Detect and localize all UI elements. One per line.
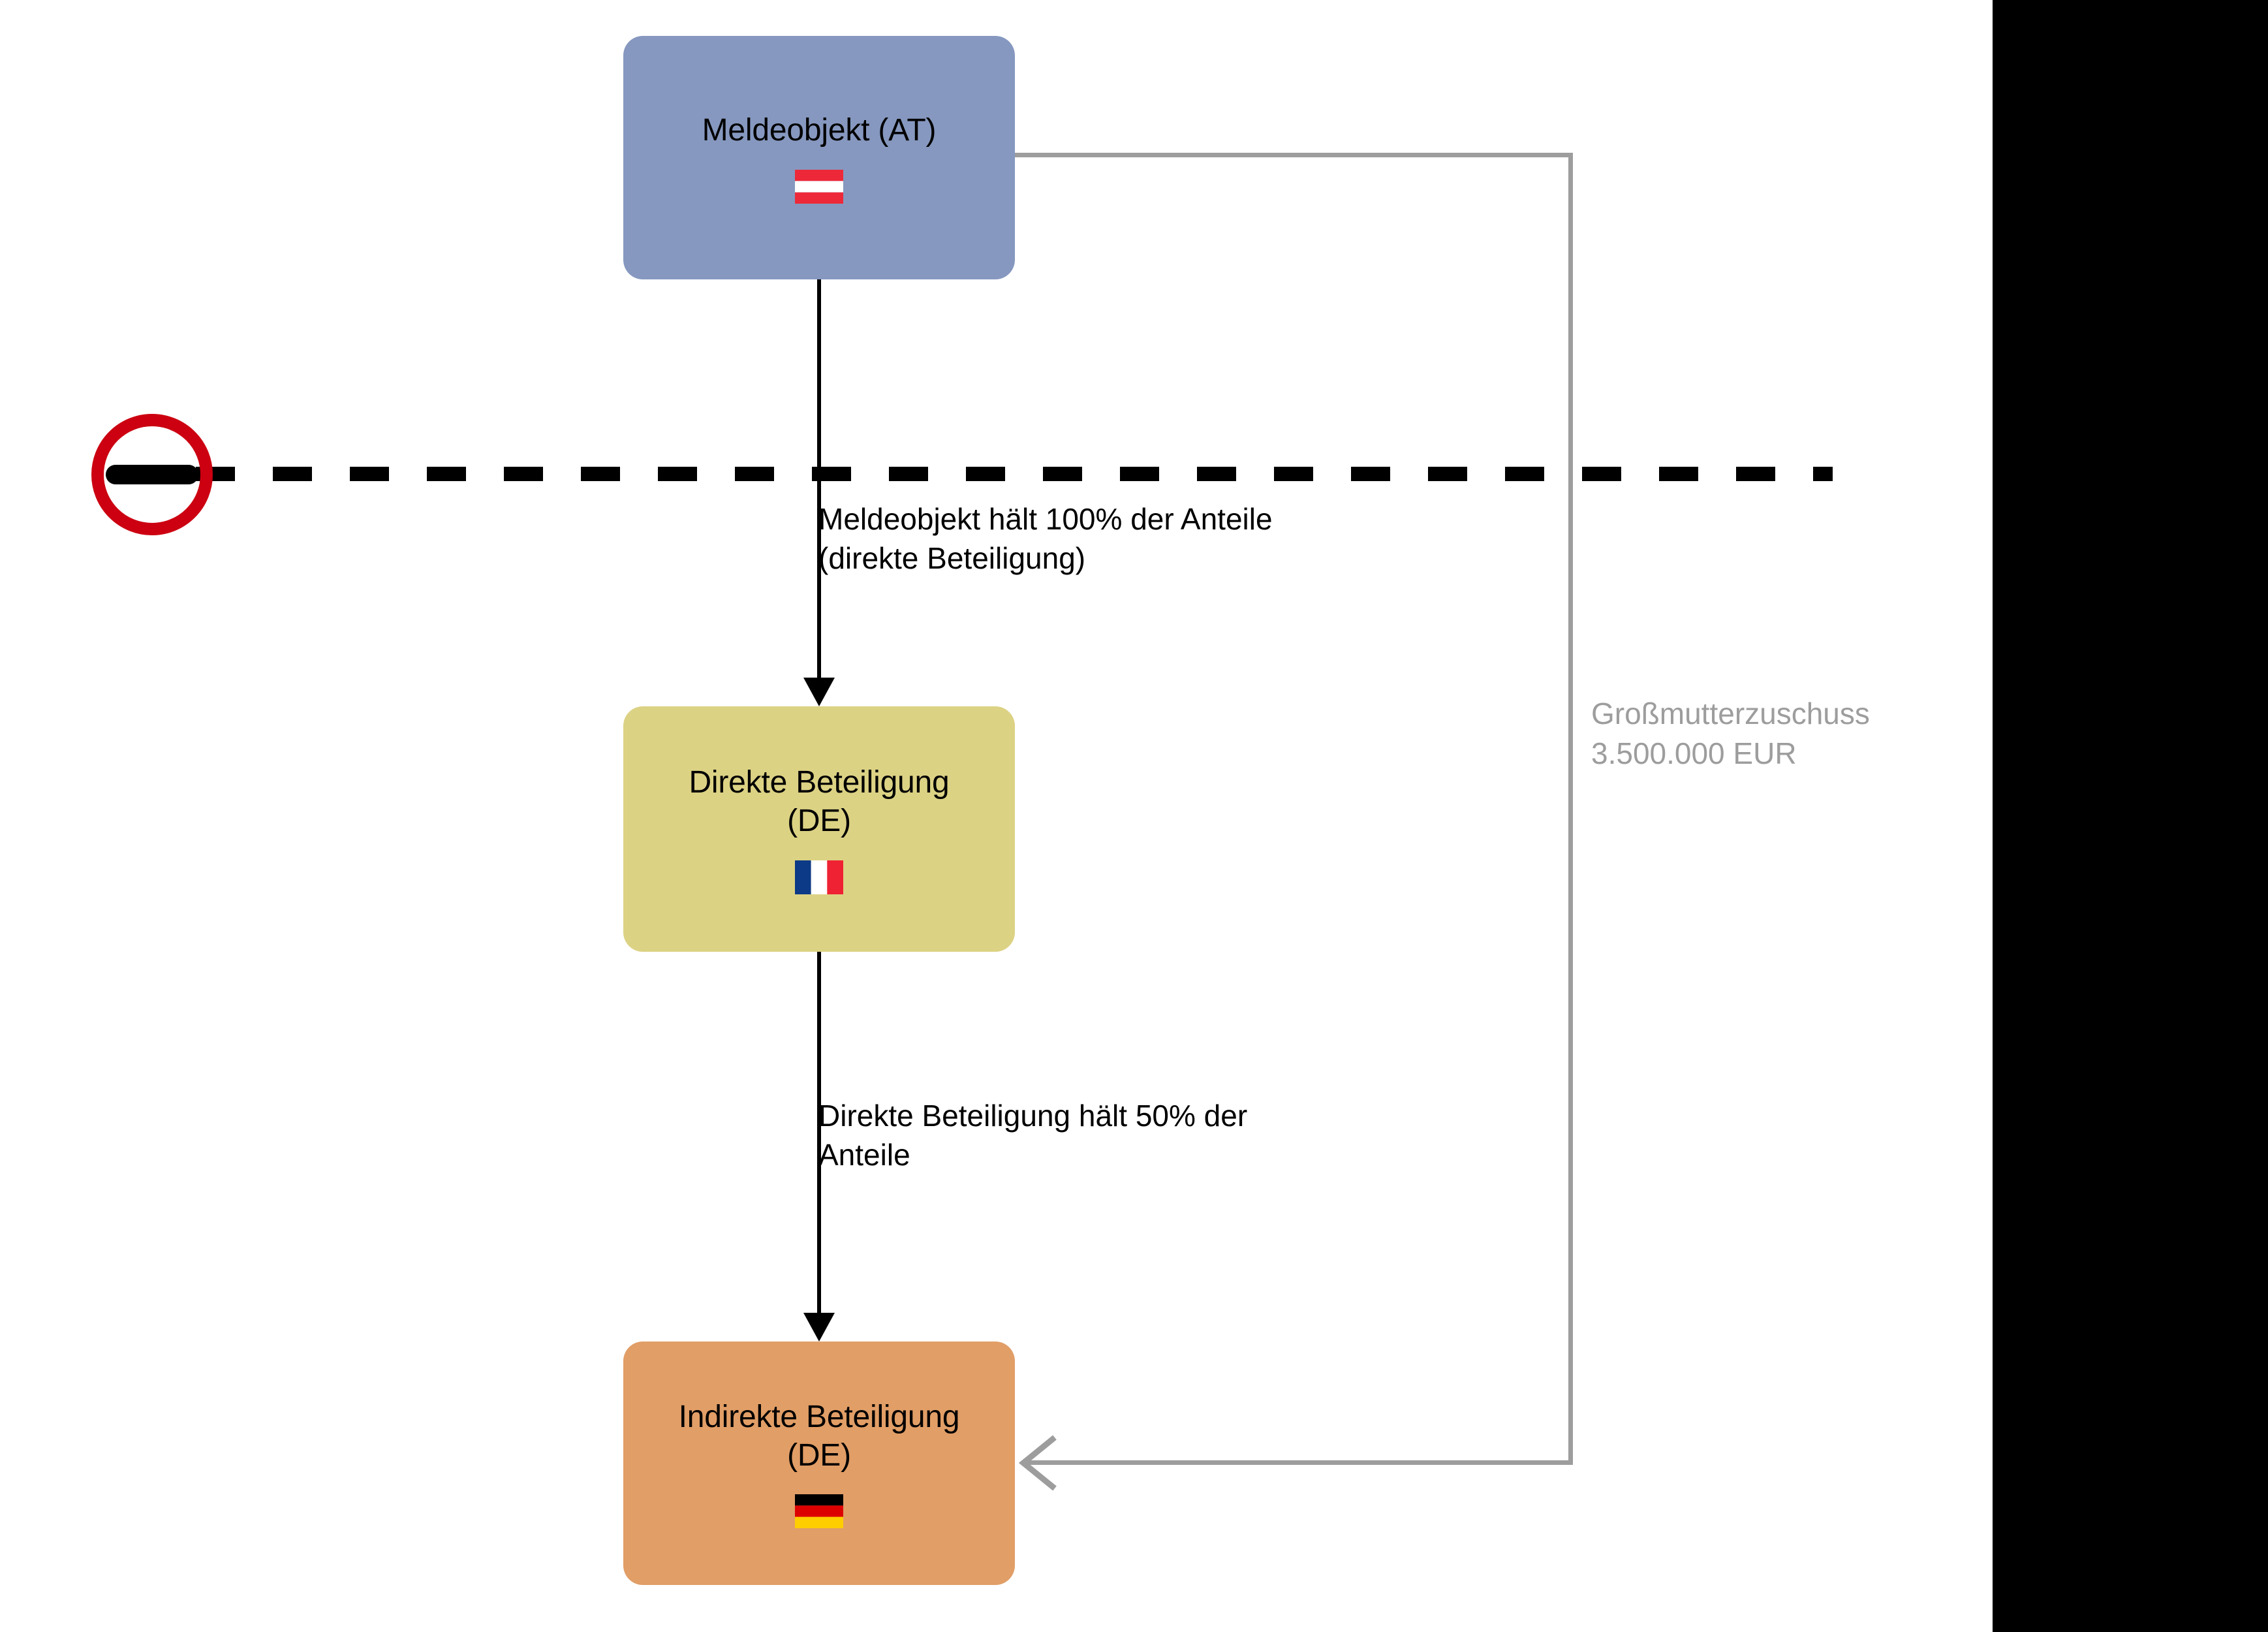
grandmother-edge-segment-right	[1568, 153, 1573, 1465]
edge-holding-50-arrow	[803, 952, 835, 1342]
flag-germany-icon	[795, 1494, 843, 1529]
node-indirekte-beteiligung-label: Indirekte Beteiligung (DE)	[678, 1399, 960, 1473]
node-direkte-beteiligung-label: Direkte Beteiligung (DE)	[689, 765, 950, 838]
blocked-no-entry-icon	[91, 414, 213, 535]
grandmother-edge-segment-top	[1015, 153, 1573, 157]
node-direkte-beteiligung[interactable]: Direkte Beteiligung (DE)	[623, 706, 1015, 952]
edge-holding-50-shaft	[817, 952, 821, 1314]
node-meldeobjekt-label: Meldeobjekt (AT)	[702, 113, 937, 148]
edge-holding-50-arrowhead-icon	[803, 1313, 835, 1342]
grandmother-edge-label: Großmutterzuschuss 3.500.000 EUR	[1591, 697, 1870, 770]
flag-austria-icon	[795, 169, 843, 204]
diagram-canvas: Großmutterzuschuss 3.500.000 EUR Meldeob…	[0, 0, 1993, 1632]
node-meldeobjekt[interactable]: Meldeobjekt (AT)	[623, 36, 1015, 279]
grandmother-edge-arrowhead-icon	[1018, 1435, 1057, 1491]
node-indirekte-beteiligung[interactable]: Indirekte Beteiligung (DE)	[623, 1342, 1015, 1585]
edge-holding-100-label: Meldeobjekt hält 100% der Anteile (direk…	[818, 502, 1273, 575]
edge-holding-100-arrow	[803, 279, 835, 706]
border-separator-dashed-line	[196, 467, 1833, 481]
edge-holding-50-label: Direkte Beteiligung hält 50% der Anteile	[818, 1099, 1248, 1172]
blocked-icon-bar	[106, 465, 198, 484]
edge-holding-100-shaft	[817, 279, 821, 679]
flag-france-icon	[795, 860, 843, 894]
background-right-panel	[1993, 0, 2268, 1632]
grandmother-edge-segment-bottom	[1027, 1460, 1573, 1465]
edge-holding-100-arrowhead-icon	[803, 678, 835, 706]
